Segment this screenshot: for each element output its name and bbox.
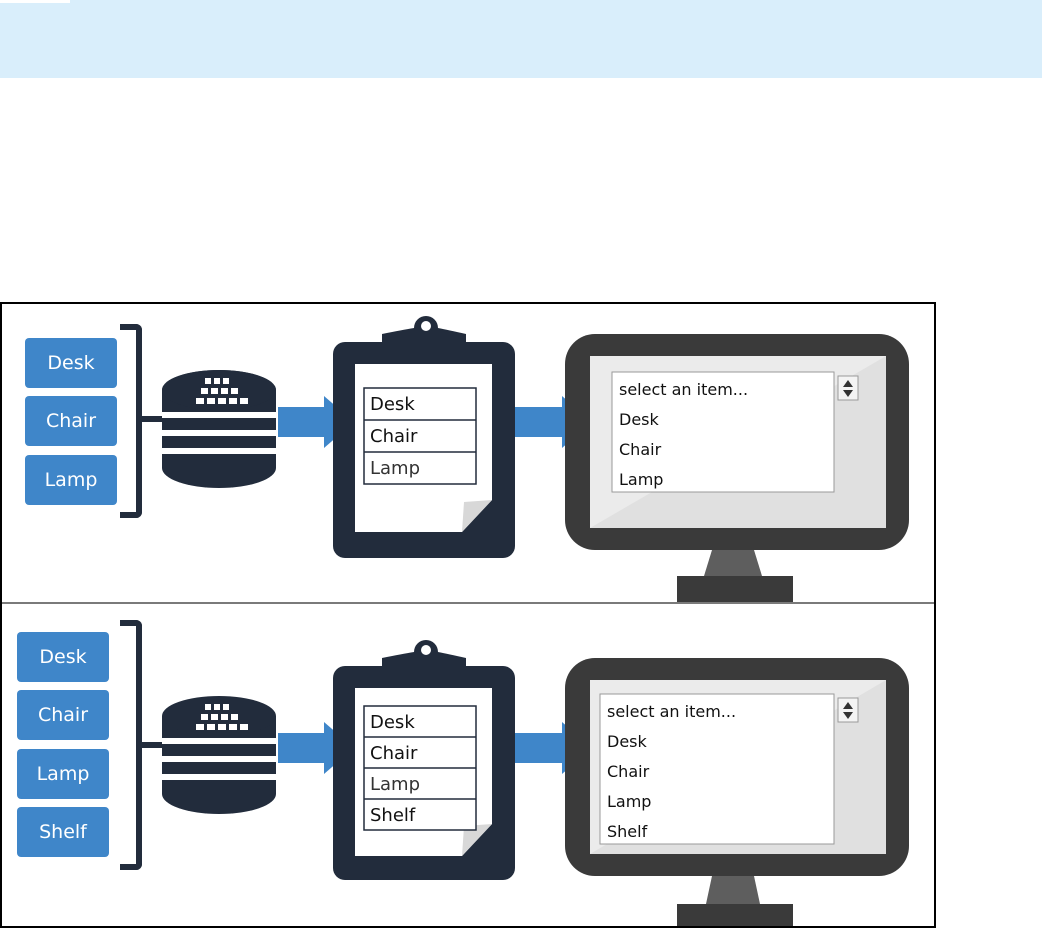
dropdown-placeholder: select an item...: [607, 702, 737, 721]
up-down-arrows-icon: [843, 380, 853, 387]
clipboard-row-lamp: Lamp: [370, 774, 421, 795]
clipboard-row-chair: Chair: [370, 743, 418, 764]
bracket: [120, 324, 142, 518]
top-banner: [0, 0, 1042, 78]
item-shelf: Shelf: [17, 807, 109, 857]
database-icon: [162, 370, 276, 488]
monitor-icon: [565, 334, 909, 602]
dropdown-option-chair: Chair: [619, 440, 662, 459]
bracket: [120, 620, 142, 870]
bracket-connector: [140, 416, 162, 422]
panel-four-items: Desk Chair Lamp Shelf: [2, 604, 934, 926]
dropdown-option-lamp: Lamp: [619, 470, 664, 489]
item-chair: Chair: [17, 690, 109, 740]
item-chair: Chair: [25, 396, 117, 446]
item-lamp: Lamp: [17, 749, 109, 799]
panel-three-items: Desk Chair Lamp: [2, 304, 934, 602]
dropdown-option-shelf: Shelf: [607, 822, 648, 841]
clipboard-row-desk: Desk: [370, 394, 415, 415]
item-desk: Desk: [25, 338, 117, 388]
clipboard-row-shelf: Shelf: [370, 805, 416, 826]
up-down-arrows-icon: [843, 702, 853, 709]
dropdown-option-desk: Desk: [619, 410, 659, 429]
database-icon: [162, 696, 276, 814]
clipboard-row-lamp: Lamp: [370, 458, 421, 479]
banner-notch: [0, 0, 70, 3]
clipboard-row-desk: Desk: [370, 712, 415, 733]
dropdown-option-desk: Desk: [607, 732, 647, 751]
panel-divider: [2, 602, 934, 604]
clipboard-icon: [333, 316, 515, 558]
diagram-figure: Desk Chair Lamp: [0, 302, 936, 928]
item-lamp: Lamp: [25, 455, 117, 505]
dropdown-placeholder: select an item...: [619, 380, 749, 399]
clipboard-row-chair: Chair: [370, 426, 418, 447]
monitor-icon: [565, 658, 909, 926]
clipboard-icon: [333, 640, 515, 880]
item-desk: Desk: [17, 632, 109, 682]
dropdown-option-lamp: Lamp: [607, 792, 652, 811]
dropdown-option-chair: Chair: [607, 762, 650, 781]
bracket-connector: [140, 742, 162, 748]
